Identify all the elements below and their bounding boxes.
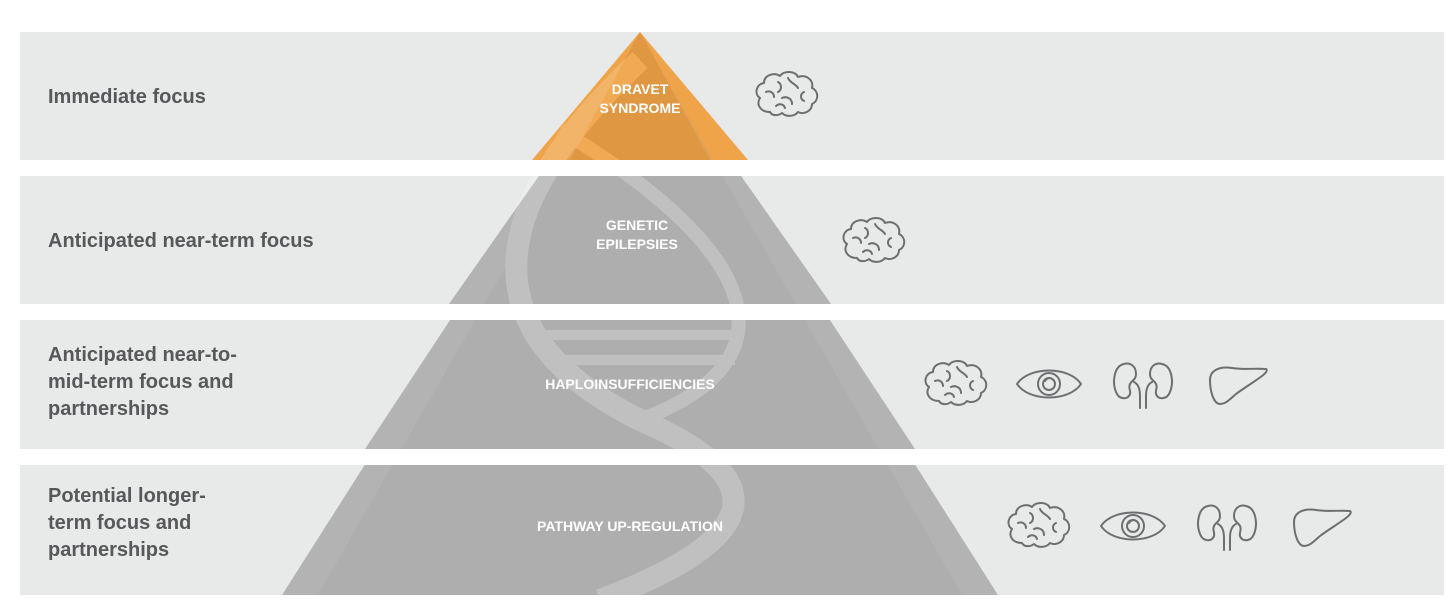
kidneys-icon bbox=[1194, 500, 1260, 552]
eye-icon bbox=[1014, 360, 1084, 408]
tier-dravet-syndrome bbox=[532, 32, 748, 160]
brain-icon bbox=[752, 68, 822, 120]
tier-label-pathway-up-regulation: PATHWAY UP-REGULATION bbox=[537, 518, 723, 534]
row-label-immediate: Immediate focus bbox=[48, 86, 206, 108]
tier-haploinsufficiencies bbox=[365, 320, 915, 449]
tier-genetic-epilepsies bbox=[449, 176, 831, 304]
eye-icon bbox=[1098, 502, 1168, 550]
liver-icon bbox=[1206, 362, 1270, 408]
row-label-near-to-mid-term: Anticipated near-to-mid-term focus and p… bbox=[48, 344, 237, 420]
tier-label-genetic-epilepsies: GENETIC EPILEPSIES bbox=[596, 217, 678, 252]
tier-pathway-up-regulation bbox=[282, 465, 998, 595]
tier-label-dravet-syndrome: DRAVET SYNDROME bbox=[599, 81, 681, 116]
row-label-near-term: Anticipated near-term focus bbox=[48, 230, 314, 252]
brain-icon bbox=[1004, 499, 1074, 551]
tier-label-haploinsufficiencies: HAPLOINSUFFICIENCIES bbox=[545, 376, 715, 392]
brain-icon bbox=[839, 214, 909, 266]
liver-icon bbox=[1290, 504, 1354, 550]
row-label-longer-term: Potential longer-term focus and partners… bbox=[48, 485, 206, 561]
kidneys-icon bbox=[1110, 358, 1176, 410]
brain-icon bbox=[921, 357, 991, 409]
row-band-immediate bbox=[20, 32, 1444, 160]
